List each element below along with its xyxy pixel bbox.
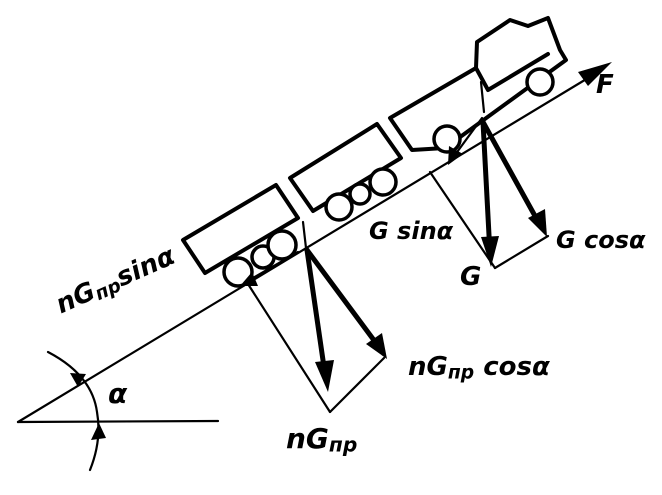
loco-gsin-arrowhead [448,146,463,165]
train-ngcos-label: nGпр cosα [408,354,550,383]
loco-gcos-arrowhead [528,209,547,237]
train-ngcos-vector [304,247,379,346]
angle-arc [46,350,100,472]
wagon-2-wheel-left [324,192,354,222]
incline-line [16,70,600,424]
locomotive-wheel-right [525,67,555,97]
train-ng-vector [304,247,328,377]
train-ngcos-label-pre: nG [408,352,448,382]
locomotive-body [388,16,568,152]
locomotive-center-mark [479,80,486,114]
train-center-mark [301,220,308,250]
loco-g-label: G [460,262,482,292]
train-ng-label-pre: nG [286,422,329,455]
loco-parallelogram-bottom [493,234,550,270]
wagon-1-wheel-right [266,229,298,261]
loco-g-vector [480,119,493,257]
train-parallelogram-bottom [328,356,386,414]
tractive-force-arrowhead [578,62,612,86]
train-ngsin-component [244,250,300,284]
train-parallelogram-left [246,282,332,414]
train-ng-arrowhead [315,360,334,392]
loco-gcos-vector [480,119,543,228]
locomotive-cab-line [474,52,550,92]
wagon-2-body [288,122,403,213]
tractive-force-label: F [596,70,614,100]
train-ngcos-label-post: cosα [483,352,550,382]
wagon-2-wheel-mid [348,182,372,206]
train-ng-label-sub: пр [328,432,358,457]
train-ngcos-arrowhead [366,333,387,359]
angle-alpha-label: α [108,377,128,410]
loco-parallelogram-left [428,170,497,270]
wagon-1-body [181,183,300,275]
loco-gcos-label: G cosα [556,226,646,254]
train-ngsin-arrowhead [240,272,258,286]
angle-arc-arrow-bottom [91,423,106,440]
horizontal-line [16,419,220,424]
train-ng-label: nGпр [286,425,357,455]
loco-g-arrowhead [481,236,499,267]
angle-arc-arrow-top [70,373,86,387]
locomotive-wheel-left [432,124,462,154]
wagon-2-wheel-right [368,167,398,197]
train-ngcos-label-sub: пр [447,362,475,384]
loco-gsin-label: G sinα [369,217,454,245]
